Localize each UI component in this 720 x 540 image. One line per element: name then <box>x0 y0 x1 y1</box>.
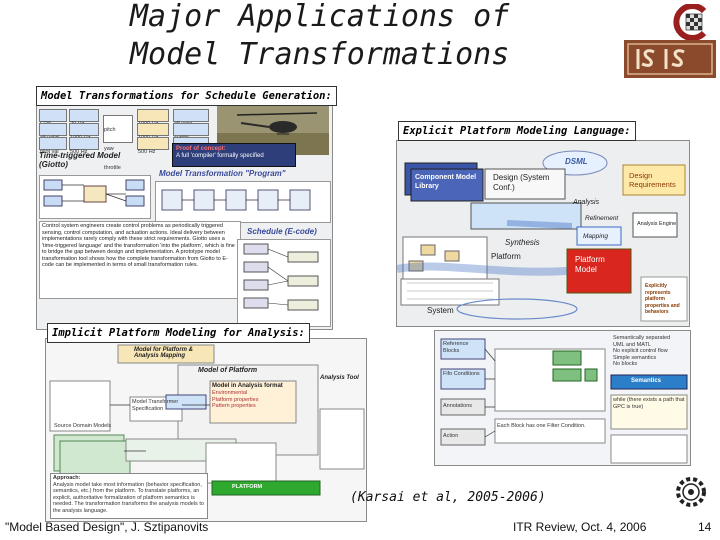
time-triggered-label: Time-triggered Model (Giotto) <box>39 151 139 169</box>
analysis-engine-label: Analysis Engine <box>637 221 676 228</box>
system-label: System <box>427 307 454 314</box>
university-c-logo <box>664 4 714 40</box>
description-text: Control system engineers create control … <box>39 221 241 299</box>
while-note: while (there exists a path that GPC is t… <box>613 397 685 410</box>
explanatory-note: Explicitly represents platform propertie… <box>645 283 685 316</box>
isis-logo <box>624 40 716 78</box>
item-label: Reference Blocks <box>443 341 483 354</box>
proof-of-concept-box: Proof of concept: A full 'compiler' form… <box>172 143 296 167</box>
notes-list: Semantically separated UML and MATL No e… <box>613 335 689 368</box>
item-label: Fifo Conditions <box>443 371 483 378</box>
platform-model-label: Platform Model <box>575 255 625 275</box>
analysis-label: Analysis <box>573 199 599 206</box>
proof-title: Proof of concept: <box>173 144 295 153</box>
schedule-diagram <box>237 239 331 327</box>
action-note: Each Block has one Filter Condition. <box>497 423 601 430</box>
slide-title: Major Applications of Model Transformati… <box>130 0 600 74</box>
synthesis-label: Synthesis <box>505 239 540 246</box>
page-number: 14 <box>698 520 711 534</box>
semantics-panel: Reference Blocks Fifo Conditions Annotat… <box>434 330 691 466</box>
platform-label: Platform <box>491 253 521 260</box>
mapping-label: Mapping <box>583 233 608 240</box>
dsml-label: DSML <box>565 157 588 166</box>
semantics-label: Semantics <box>631 378 661 385</box>
item-label: Annotations <box>443 403 483 410</box>
approach-text: Analysis model take most information (be… <box>51 482 207 515</box>
table-cell: 500 Hz <box>138 149 155 155</box>
analysis-tool-label: Analysis Tool <box>320 375 359 381</box>
bullet-item: Pattern properties <box>212 403 296 410</box>
approach-title: Approach: <box>51 474 207 482</box>
model-transformer-label: Model Transformer Specification <box>132 399 180 412</box>
model-for-label: Model for Platform & Analysis Mapping <box>134 347 210 359</box>
proof-text: A full 'compiler' formally specified <box>173 153 295 160</box>
note-item: No blocks <box>613 361 689 368</box>
platform-bar-label: PLATFORM <box>232 484 262 491</box>
citation: (Karsai et al, 2005-2006) <box>350 490 546 505</box>
implicit-platform-label: Implicit Platform Modeling for Analysis: <box>47 323 310 343</box>
transformation-program-label: Model Transformation "Program" <box>159 169 286 178</box>
explicit-platform-label: Explicit Platform Modeling Language: <box>398 121 636 141</box>
table-cell: pitch <box>104 127 116 133</box>
model-analysis-format-label: Model in Analysis format <box>212 383 296 390</box>
implicit-platform-panel: Model for Platform & Analysis Mapping Mo… <box>45 338 367 522</box>
design-label: Design (System Conf.) <box>493 173 563 193</box>
giotto-diagram <box>39 175 151 219</box>
transformation-program-diagram <box>155 181 331 223</box>
approach-box: Approach: Analysis model take most infor… <box>50 473 208 519</box>
model-of-platform-label: Model of Platform <box>198 367 257 374</box>
explicit-platform-panel: DSML Component Model Library Design (Sys… <box>396 140 690 327</box>
source-models-label: Source Domain Models <box>54 423 111 430</box>
schedule-ecode-label: Schedule (E-code) <box>247 227 317 236</box>
design-requirements-label: Design Requirements <box>629 171 683 189</box>
refinement-label: Refinement <box>585 215 618 222</box>
gear-logo-icon <box>673 474 709 510</box>
footer-right: ITR Review, Oct. 4, 2006 <box>513 520 646 534</box>
schedule-generation-label: Model Transformations for Schedule Gener… <box>36 86 337 106</box>
component-library-label: Component Model Library <box>415 173 479 191</box>
footer-left: "Model Based Design", J. Sztipanovits <box>5 520 208 534</box>
item-label: Action <box>443 433 483 440</box>
